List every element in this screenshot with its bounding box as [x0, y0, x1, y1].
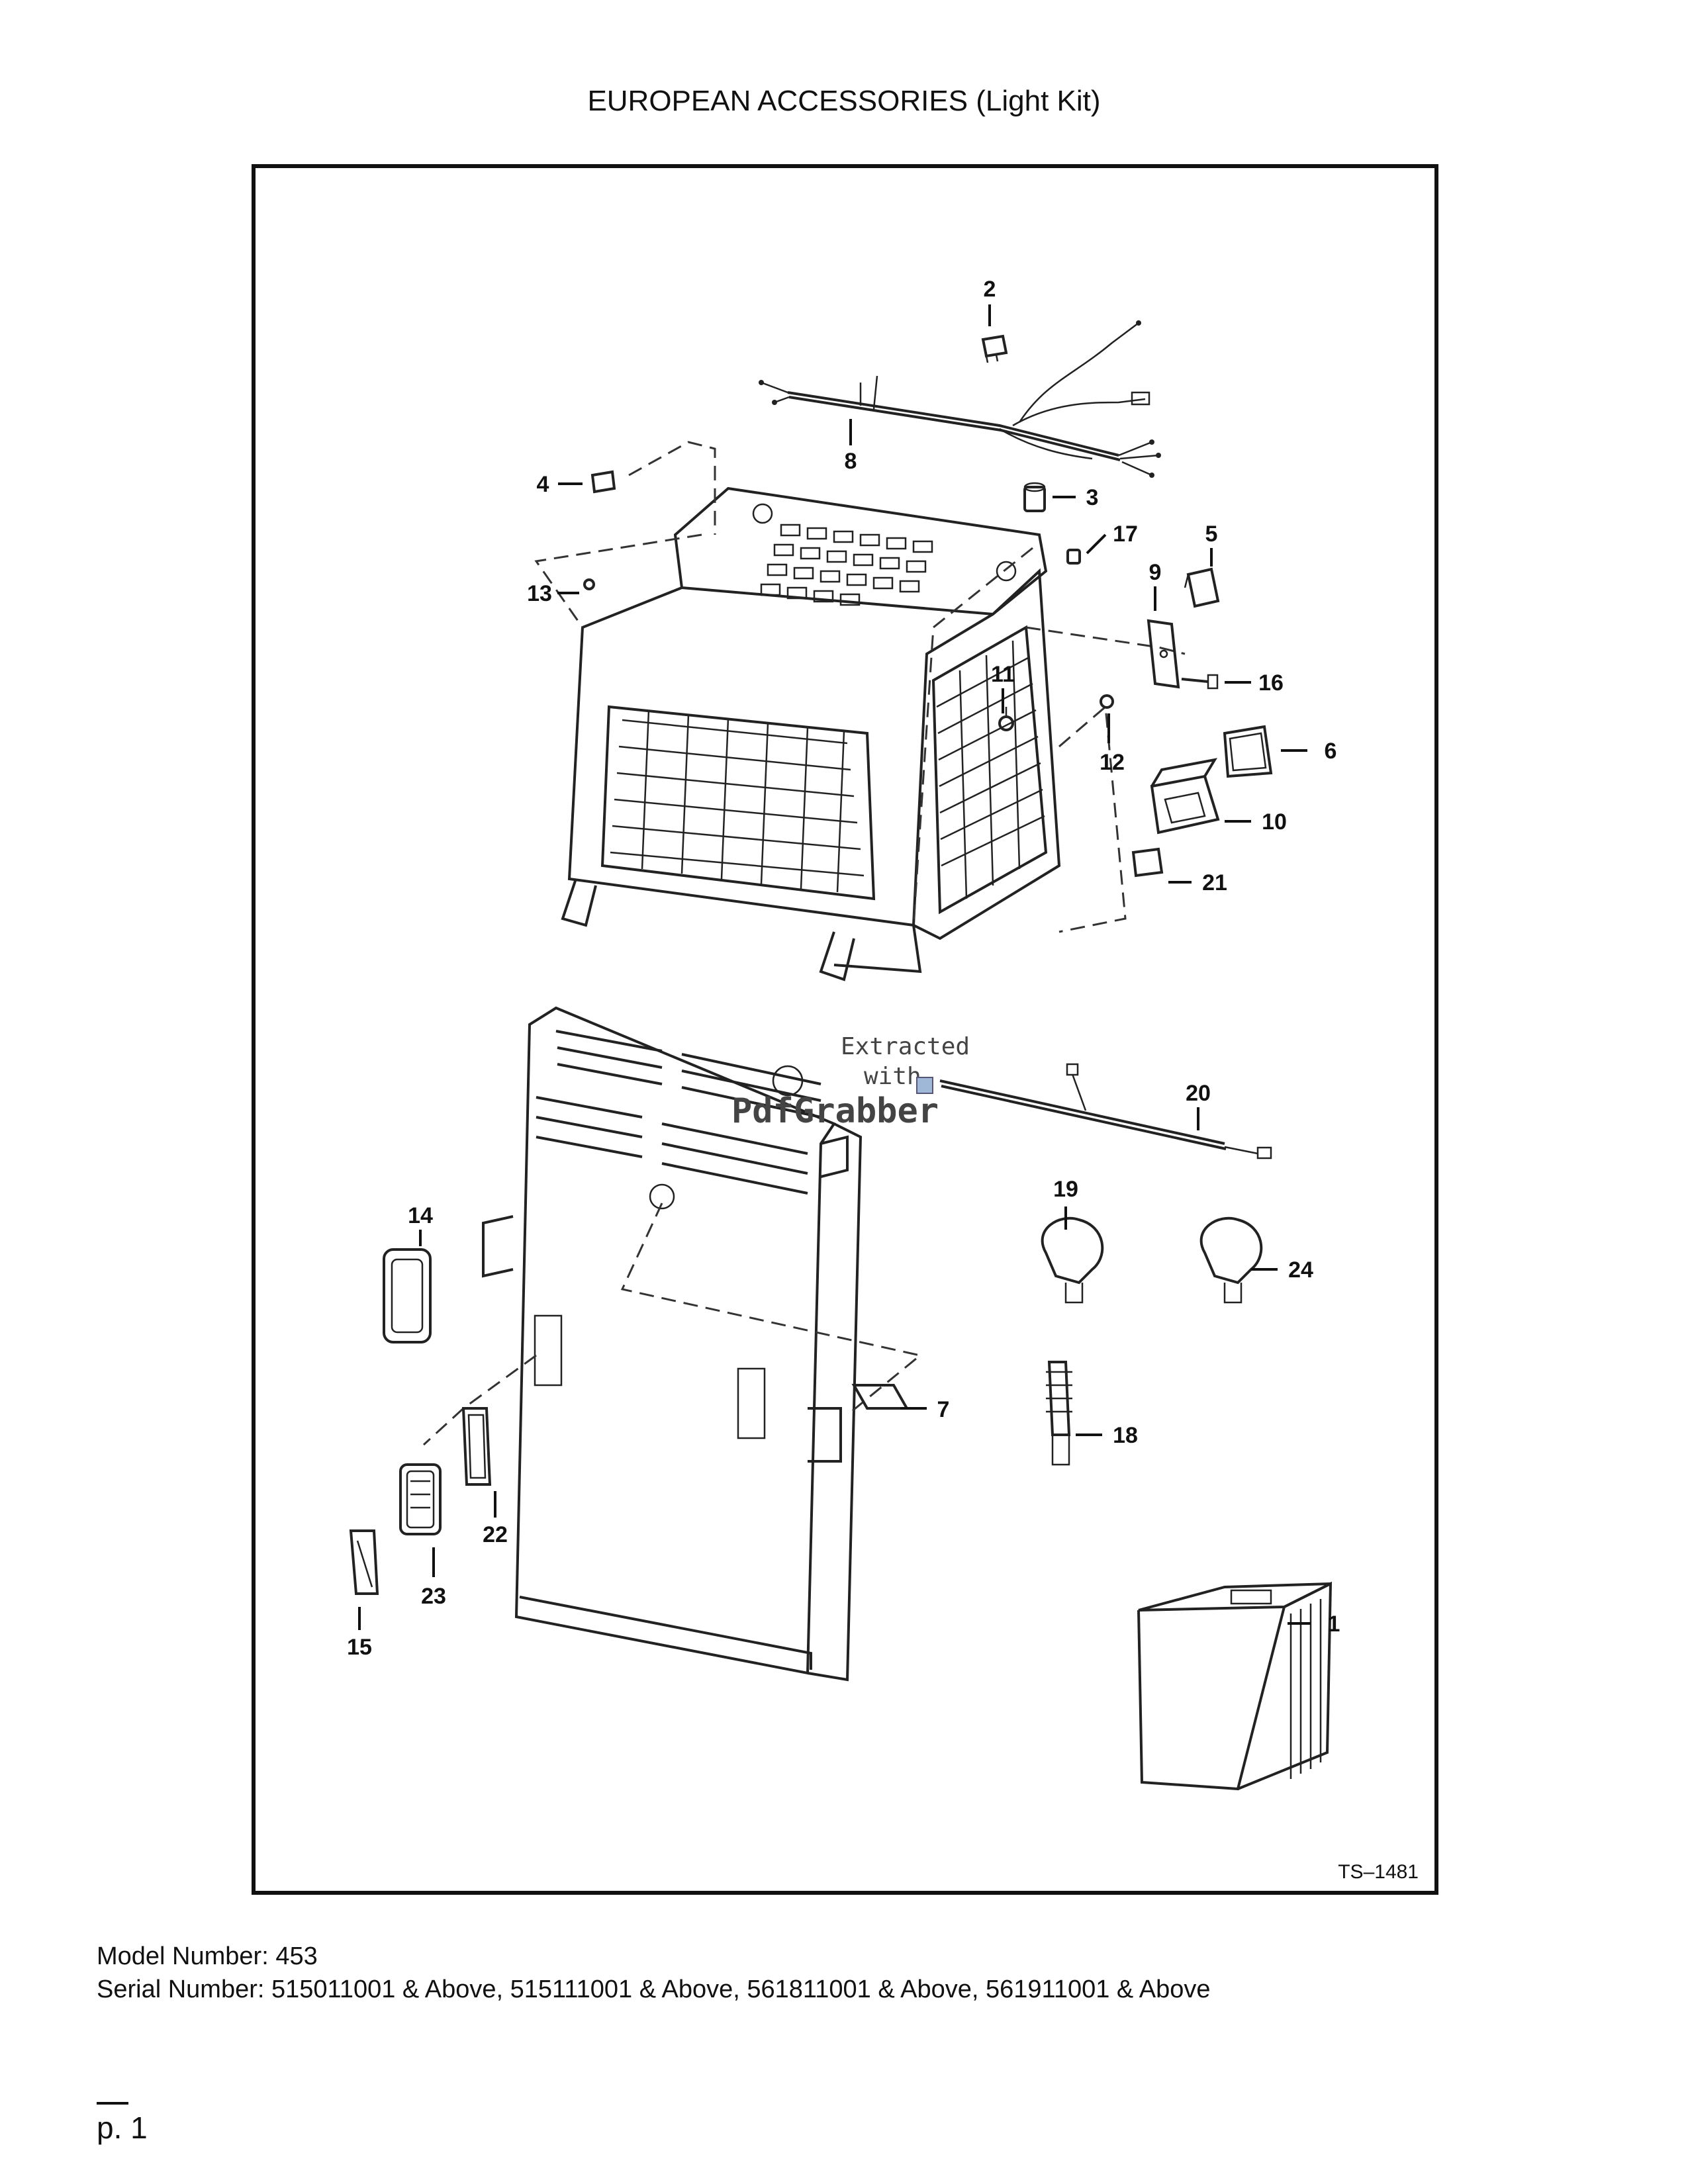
gasket-part-14	[383, 1248, 432, 1343]
work-lamp-part-24	[1199, 1216, 1263, 1304]
callout-19: 19	[1053, 1177, 1078, 1202]
gasket-part-22	[461, 1407, 492, 1486]
callout-5: 5	[1205, 522, 1218, 547]
mounting-post-part-18	[1046, 1361, 1072, 1466]
page-number: p. 1	[97, 2111, 148, 2145]
callout-18: 18	[1113, 1423, 1138, 1448]
watermark-line-3: PdfGrabber	[731, 1091, 939, 1131]
bolt-part-16	[1181, 674, 1219, 690]
callout-21: 21	[1202, 870, 1227, 895]
callout-15: 15	[347, 1635, 372, 1660]
wiring-harness-part-8	[759, 320, 1161, 478]
callout-2: 2	[984, 277, 996, 302]
callout-14: 14	[408, 1203, 433, 1228]
gasket-part-21	[1131, 847, 1164, 878]
callout-4: 4	[537, 472, 549, 497]
drawing-reference: TS–1481	[1338, 1861, 1419, 1883]
page-title: EUROPEAN ACCESSORIES (Light Kit)	[587, 85, 1101, 117]
screw-part-13	[583, 578, 595, 590]
watermark-line-2: with	[864, 1063, 921, 1090]
switch-part-4	[590, 470, 616, 494]
rear-door-assembly	[422, 1006, 923, 1682]
watermark-logo-icon	[916, 1077, 933, 1094]
callout-labels: 2 8 3 4 17 5 9 13 16 11 12 6 10 21 20 19	[347, 277, 1340, 1660]
switch-housing-part-5	[1184, 567, 1220, 608]
lamp-housing-part-10	[1150, 758, 1220, 835]
callout-10: 10	[1262, 809, 1287, 835]
nut-part-17	[1066, 549, 1081, 565]
callout-24: 24	[1288, 1257, 1313, 1283]
callout-13: 13	[527, 581, 552, 606]
model-number: Model Number: 453	[97, 1942, 318, 1970]
pdfgrabber-watermark: Extracted with PdfGrabber	[731, 1033, 970, 1131]
callout-7: 7	[937, 1397, 950, 1422]
callout-20: 20	[1186, 1081, 1211, 1106]
bracket-part-9	[1147, 619, 1180, 689]
callout-9: 9	[1149, 560, 1162, 585]
callout-6: 6	[1325, 739, 1337, 764]
wiring-harness-part-20	[939, 1063, 1272, 1160]
callout-17: 17	[1113, 522, 1138, 547]
lamp-body-part-23	[399, 1463, 442, 1535]
relay-part-2	[981, 334, 1008, 363]
work-lamp-part-19	[1041, 1216, 1104, 1304]
callout-11: 11	[991, 662, 1015, 687]
callout-16: 16	[1258, 670, 1284, 696]
watermark-line-1: Extracted	[841, 1033, 970, 1060]
callout-23: 23	[421, 1584, 446, 1609]
bezel-part-6	[1223, 725, 1273, 778]
callout-3: 3	[1086, 485, 1099, 510]
cab-assembly	[534, 441, 1186, 981]
nut-part-12	[1100, 694, 1114, 709]
serial-number: Serial Number: 515011001 & Above, 515111…	[97, 1976, 1211, 2003]
callout-12: 12	[1100, 750, 1125, 775]
diagram-frame	[252, 164, 1438, 1895]
callout-1: 1	[1328, 1612, 1340, 1637]
beacon-carton-part-1	[1137, 1581, 1333, 1791]
callout-22: 22	[483, 1522, 508, 1547]
callout-8: 8	[845, 449, 857, 474]
exploded-parts-diagram: 2 8 3 4 17 5 9 13 16 11 12 6 10 21 20 19	[347, 277, 1419, 1883]
flasher-part-3	[1023, 482, 1046, 512]
bolt-part-11	[998, 707, 1014, 731]
page-rule	[97, 2102, 128, 2105]
lens-part-15	[349, 1529, 379, 1595]
